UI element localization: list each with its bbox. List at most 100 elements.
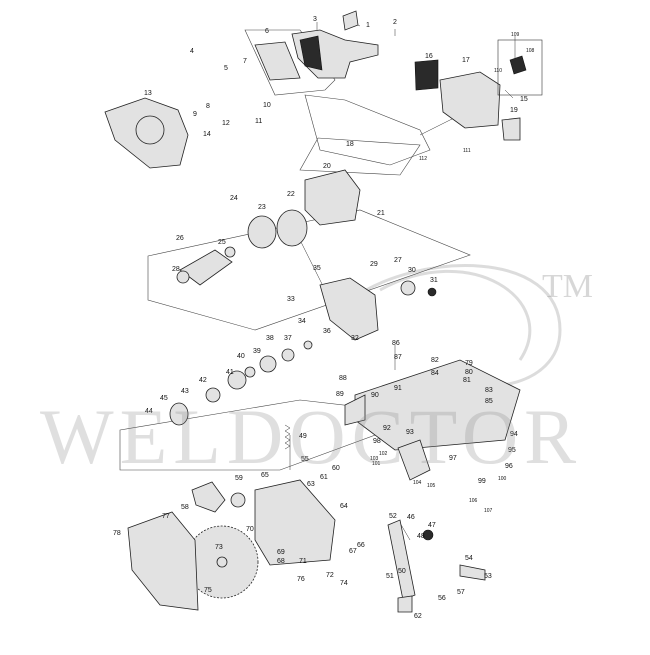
part-label-43: 43 bbox=[181, 388, 189, 395]
part-label-37: 37 bbox=[284, 335, 292, 342]
part-label-55: 55 bbox=[301, 456, 309, 463]
part-label-66: 66 bbox=[357, 542, 365, 549]
part-label-17: 17 bbox=[462, 57, 470, 64]
part-label-104: 104 bbox=[413, 480, 422, 486]
part-label-91: 91 bbox=[394, 385, 402, 392]
part-label-89: 89 bbox=[336, 391, 344, 398]
part-label-23: 23 bbox=[258, 204, 266, 211]
part-label-33: 33 bbox=[287, 296, 295, 303]
part-label-28: 28 bbox=[172, 266, 180, 273]
part-label-74: 74 bbox=[340, 580, 348, 587]
part-label-56: 56 bbox=[438, 595, 446, 602]
part-label-80: 80 bbox=[465, 369, 473, 376]
part-label-65: 65 bbox=[261, 472, 269, 479]
part-label-111: 111 bbox=[463, 148, 471, 154]
part-label-30: 30 bbox=[408, 267, 416, 274]
part-label-5: 5 bbox=[224, 65, 228, 72]
part-label-75: 75 bbox=[204, 587, 212, 594]
part-label-87: 87 bbox=[394, 354, 402, 361]
part-label-99: 99 bbox=[478, 478, 486, 485]
part-label-88: 88 bbox=[339, 375, 347, 382]
part-label-82: 82 bbox=[431, 357, 439, 364]
part-label-71: 71 bbox=[299, 558, 307, 565]
part-label-4: 4 bbox=[190, 48, 194, 55]
part-label-50: 50 bbox=[398, 568, 406, 575]
part-label-105: 105 bbox=[427, 483, 436, 489]
part-label-101: 101 bbox=[372, 461, 381, 467]
part-label-53: 53 bbox=[484, 573, 492, 580]
part-label-76: 76 bbox=[297, 576, 305, 583]
part-label-83: 83 bbox=[485, 387, 493, 394]
part-label-103: 103 bbox=[370, 456, 379, 462]
part-label-9: 9 bbox=[193, 111, 197, 118]
part-label-106: 106 bbox=[469, 498, 478, 504]
part-label-57: 57 bbox=[457, 589, 465, 596]
part-label-51: 51 bbox=[386, 573, 394, 580]
part-label-102: 102 bbox=[379, 451, 388, 457]
part-label-10: 10 bbox=[263, 102, 271, 109]
part-label-25: 25 bbox=[218, 239, 226, 246]
part-label-29: 29 bbox=[370, 261, 378, 268]
part-label-34: 34 bbox=[298, 318, 306, 325]
part-label-52: 52 bbox=[389, 513, 397, 520]
part-label-15: 15 bbox=[520, 96, 528, 103]
part-label-20: 20 bbox=[323, 163, 331, 170]
part-label-13: 13 bbox=[144, 90, 152, 97]
part-label-7: 7 bbox=[243, 58, 247, 65]
part-label-108: 108 bbox=[526, 48, 535, 54]
part-label-86: 86 bbox=[392, 340, 400, 347]
part-label-18: 18 bbox=[346, 141, 354, 148]
part-label-26: 26 bbox=[176, 235, 184, 242]
part-label-69: 69 bbox=[277, 549, 285, 556]
part-label-2: 2 bbox=[393, 19, 397, 26]
part-label-38: 38 bbox=[266, 335, 274, 342]
part-label-1: 1 bbox=[366, 22, 370, 29]
part-label-92: 92 bbox=[383, 425, 391, 432]
part-label-36: 36 bbox=[323, 328, 331, 335]
part-label-39: 39 bbox=[253, 348, 261, 355]
part-label-41: 41 bbox=[226, 369, 234, 376]
part-label-31: 31 bbox=[430, 277, 438, 284]
part-label-107: 107 bbox=[484, 508, 493, 514]
part-label-90: 90 bbox=[371, 392, 379, 399]
part-label-64: 64 bbox=[340, 503, 348, 510]
part-label-96: 96 bbox=[505, 463, 513, 470]
part-label-3: 3 bbox=[313, 16, 317, 23]
part-label-21: 21 bbox=[377, 210, 385, 217]
part-label-85: 85 bbox=[485, 398, 493, 405]
part-label-14: 14 bbox=[203, 131, 211, 138]
part-label-79: 79 bbox=[465, 360, 473, 367]
part-label-44: 44 bbox=[145, 408, 153, 415]
part-label-49: 49 bbox=[299, 433, 307, 440]
part-label-94: 94 bbox=[510, 431, 518, 438]
part-label-8: 8 bbox=[206, 103, 210, 110]
part-label-70: 70 bbox=[246, 526, 254, 533]
part-label-48: 48 bbox=[417, 533, 425, 540]
part-label-77: 77 bbox=[162, 513, 170, 520]
part-label-12: 12 bbox=[222, 120, 230, 127]
part-label-62: 62 bbox=[414, 613, 422, 620]
part-label-97: 97 bbox=[449, 455, 457, 462]
part-label-58: 58 bbox=[181, 504, 189, 511]
part-label-95: 95 bbox=[508, 447, 516, 454]
part-label-6: 6 bbox=[265, 28, 269, 35]
part-label-100: 100 bbox=[498, 476, 507, 482]
part-label-40: 40 bbox=[237, 353, 245, 360]
part-label-22: 22 bbox=[287, 191, 295, 198]
part-label-109: 109 bbox=[511, 32, 520, 38]
part-label-11: 11 bbox=[255, 118, 262, 125]
part-label-16: 16 bbox=[425, 53, 433, 60]
part-label-81: 81 bbox=[463, 377, 471, 384]
part-label-63: 63 bbox=[307, 481, 315, 488]
part-label-73: 73 bbox=[215, 544, 223, 551]
part-label-68: 68 bbox=[277, 558, 285, 565]
part-label-61: 61 bbox=[320, 474, 328, 481]
part-label-78: 78 bbox=[113, 530, 121, 537]
part-label-19: 19 bbox=[510, 107, 518, 114]
part-label-35: 35 bbox=[313, 265, 321, 272]
part-label-60: 60 bbox=[332, 465, 340, 472]
part-label-32: 32 bbox=[351, 335, 359, 342]
part-label-72: 72 bbox=[326, 572, 334, 579]
